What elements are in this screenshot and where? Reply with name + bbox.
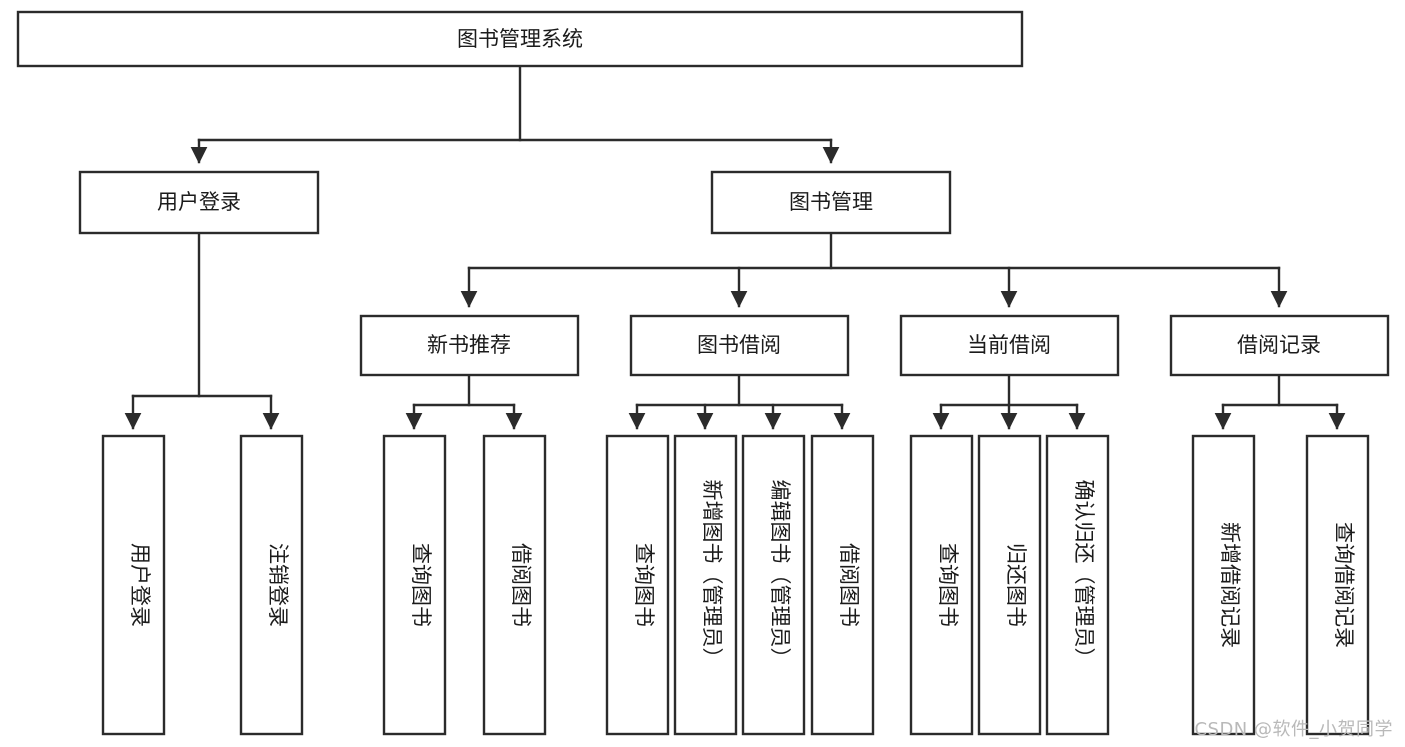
leaf-current-borrow-1[interactable]: 归还图书: [977, 434, 1042, 736]
current-borrow-label: 当前借阅: [967, 333, 1051, 357]
node-borrow-record[interactable]: 借阅记录: [1169, 314, 1390, 377]
edges-book-manage-to-level3: [460, 231, 1288, 308]
leaf-box[interactable]: [482, 434, 547, 736]
leaf-current-borrow-2[interactable]: 确认归还（管理员）: [1045, 434, 1110, 736]
leaf-label: 归还图书: [1004, 543, 1028, 627]
edges-borrow-record-to-leaves: [1214, 373, 1346, 430]
book-borrow-label: 图书借阅: [697, 333, 781, 357]
node-book-management[interactable]: 图书管理: [710, 170, 952, 235]
leaf-box[interactable]: [741, 434, 806, 736]
leaf-label: 编辑图书（管理员）: [768, 480, 792, 669]
edges-new-book-recommend-to-leaves: [405, 373, 523, 430]
book-management-label: 图书管理: [789, 190, 873, 214]
leaf-book-borrow-3[interactable]: 借阅图书: [810, 434, 875, 736]
edges-current-borrow-to-leaves: [932, 373, 1086, 430]
user-login-label: 用户登录: [157, 190, 241, 214]
leaf-label: 新增图书（管理员）: [700, 480, 724, 669]
new-book-recommend-label: 新书推荐: [427, 333, 511, 357]
node-new-book-recommend[interactable]: 新书推荐: [359, 314, 580, 377]
leaf-box[interactable]: [673, 434, 738, 736]
node-root-book-management-system[interactable]: 图书管理系统: [16, 10, 1024, 68]
edges-book-borrow-to-leaves: [628, 373, 851, 430]
leaf-user-login-0[interactable]: 用户登录: [101, 434, 166, 736]
leaf-label: 新增借阅记录: [1218, 522, 1242, 648]
root-label: 图书管理系统: [457, 27, 583, 51]
borrow-record-label: 借阅记录: [1237, 333, 1321, 357]
leaf-book-borrow-2[interactable]: 编辑图书（管理员）: [741, 434, 806, 736]
leaf-borrow-record-1[interactable]: 查询借阅记录: [1305, 434, 1370, 736]
leaf-label: 查询图书: [632, 543, 656, 627]
edges-user-login-to-leaves: [124, 231, 280, 430]
node-book-borrow[interactable]: 图书借阅: [629, 314, 850, 377]
leaf-label: 确认归还（管理员）: [1072, 480, 1096, 669]
node-current-borrow[interactable]: 当前借阅: [899, 314, 1120, 377]
book-borrow-box[interactable]: [629, 314, 850, 377]
node-user-login[interactable]: 用户登录: [78, 170, 320, 235]
leaf-new-book-recommend-1[interactable]: 借阅图书: [482, 434, 547, 736]
leaf-box[interactable]: [1305, 434, 1370, 736]
leaf-box[interactable]: [909, 434, 974, 736]
leaf-box[interactable]: [1191, 434, 1256, 736]
leaf-borrow-record-0[interactable]: 新增借阅记录: [1191, 434, 1256, 736]
leaf-book-borrow-1[interactable]: 新增图书（管理员）: [673, 434, 738, 736]
leaf-label: 借阅图书: [837, 543, 861, 627]
leaf-box[interactable]: [605, 434, 670, 736]
leaf-current-borrow-0[interactable]: 查询图书: [909, 434, 974, 736]
user-login-box[interactable]: [78, 170, 320, 235]
csdn-watermark: CSDN @软件_小贺同学: [1194, 719, 1393, 740]
leaf-box[interactable]: [810, 434, 875, 736]
leaf-box[interactable]: [382, 434, 447, 736]
new-book-recommend-box[interactable]: [359, 314, 580, 377]
leaf-label: 借阅图书: [509, 543, 533, 627]
current-borrow-box[interactable]: [899, 314, 1120, 377]
leaf-box[interactable]: [239, 434, 304, 736]
leaf-user-login-1[interactable]: 注销登录: [239, 434, 304, 736]
leaf-label: 用户登录: [128, 543, 152, 627]
book-management-box[interactable]: [710, 170, 952, 235]
leaf-book-borrow-0[interactable]: 查询图书: [605, 434, 670, 736]
leaf-label: 查询图书: [936, 543, 960, 627]
leaf-label: 查询借阅记录: [1332, 522, 1356, 648]
edges-root-to-level2: [190, 64, 840, 164]
borrow-record-box[interactable]: [1169, 314, 1390, 377]
leaf-box[interactable]: [1045, 434, 1110, 736]
leaf-box[interactable]: [977, 434, 1042, 736]
leaf-box[interactable]: [101, 434, 166, 736]
leaf-label: 查询图书: [409, 543, 433, 627]
root-box[interactable]: [16, 10, 1024, 68]
leaf-label: 注销登录: [266, 543, 290, 627]
leaf-new-book-recommend-0[interactable]: 查询图书: [382, 434, 447, 736]
